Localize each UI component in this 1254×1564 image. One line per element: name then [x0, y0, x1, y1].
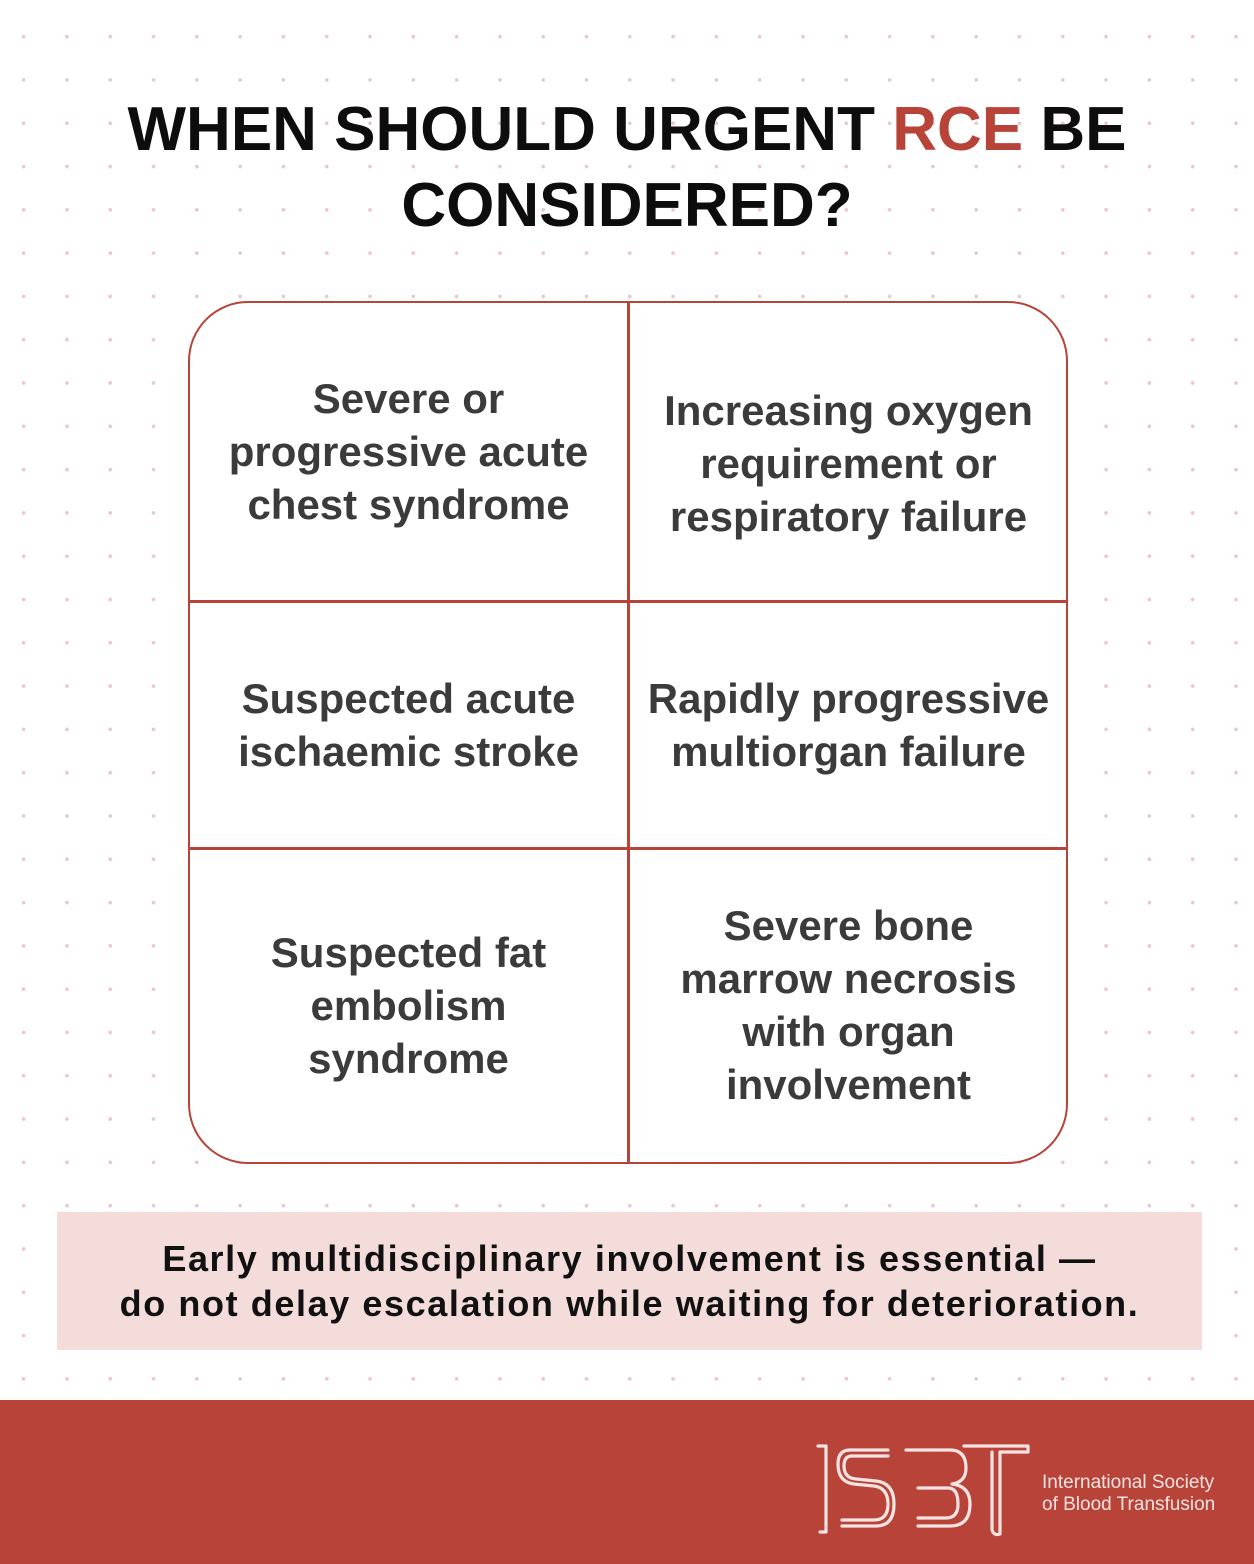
callout-line-1: Early multidisciplinary involvement is e…	[162, 1238, 1097, 1279]
page-title: WHEN SHOULD URGENT RCE BE CONSIDERED?	[0, 92, 1254, 244]
title-highlight: RCE	[892, 95, 1024, 164]
criteria-grid: Severe or progressive acute chest syndro…	[188, 301, 1068, 1164]
organization-name-line-2: of Blood Transfusion	[1042, 1494, 1216, 1515]
grid-divider-horizontal-1	[190, 600, 1066, 603]
criterion-multiorgan-failure: Rapidly progressive multiorgan failure	[647, 675, 1050, 775]
criterion-bone-marrow-necrosis: Severe bone marrow necrosis with organ i…	[680, 902, 1017, 1108]
organization-name: International Society of Blood Transfusi…	[1042, 1472, 1215, 1516]
criterion-respiratory-failure: Increasing oxygen requirement or respira…	[664, 386, 1033, 540]
title-text-end: BE	[1023, 95, 1127, 164]
grid-divider-vertical	[627, 303, 630, 1162]
footer-bar: International Society of Blood Transfusi…	[0, 1400, 1254, 1564]
criterion-fat-embolism: Suspected fat embolism syndrome	[270, 928, 547, 1082]
criterion-acute-chest-syndrome: Severe or progressive acute chest syndro…	[228, 375, 589, 528]
grid-divider-horizontal-2	[190, 847, 1066, 850]
title-text-start: WHEN SHOULD URGENT	[127, 95, 893, 164]
title-line-2: CONSIDERED?	[401, 171, 853, 240]
organization-name-line-1: International Society	[1042, 1472, 1215, 1493]
criterion-ischaemic-stroke: Suspected acute ischaemic stroke	[238, 675, 579, 775]
isbt-logo-icon	[816, 1444, 1030, 1537]
title-line-1: WHEN SHOULD URGENT RCE BE	[0, 92, 1254, 168]
callout-line-2: do not delay escalation while waiting fo…	[119, 1283, 1140, 1324]
escalation-callout: Early multidisciplinary involvement is e…	[57, 1212, 1202, 1350]
